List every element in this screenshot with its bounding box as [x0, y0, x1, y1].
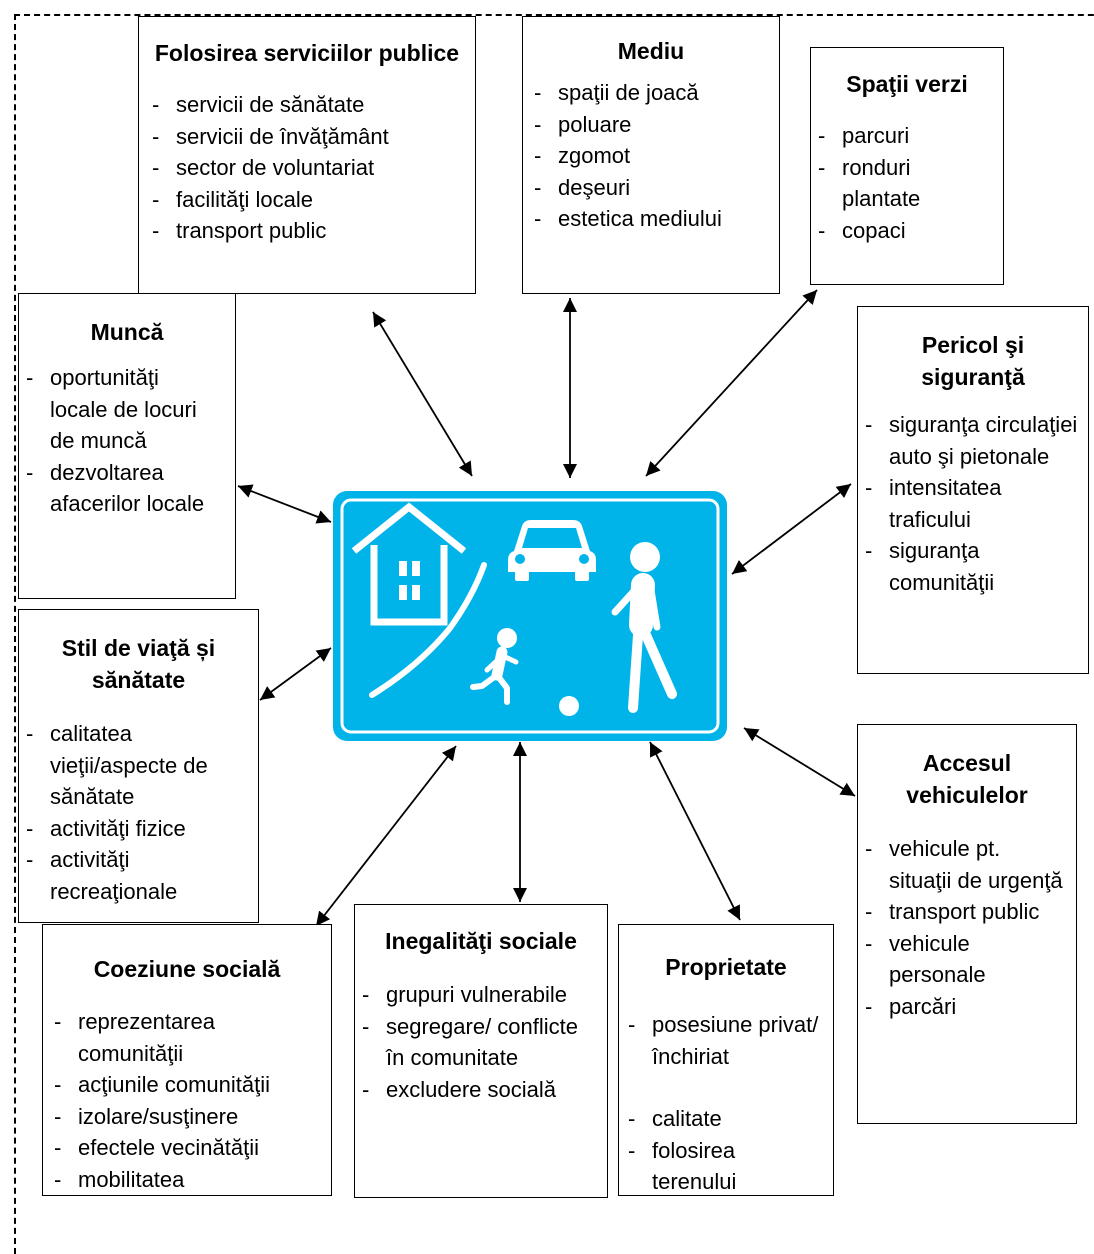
box-property: Proprietate posesiune privat/închiriat c…	[618, 924, 834, 1196]
list-item: copaci	[811, 215, 993, 247]
dashed-frame	[14, 14, 1094, 1254]
arrow-work	[237, 484, 332, 524]
list-item: vehicule personale	[858, 928, 1068, 991]
item-list: siguranţa circulaţiei auto şi pietonale …	[858, 409, 1080, 598]
list-item: zgomot	[527, 140, 779, 172]
item-list: calitatea vieţii/aspecte de sănătate act…	[19, 718, 248, 907]
item-list: parcuri ronduri plantate copaci	[811, 120, 993, 246]
arrow-vehicle-access	[743, 727, 856, 797]
list-item: reprezentarea comunităţii	[47, 1006, 315, 1069]
list-item: siguranţa comunităţii	[858, 535, 1080, 598]
list-item: efectele vecinătăţii	[47, 1132, 315, 1164]
box-lifestyle-health: Stil de viaţă și sănătate calitatea vieţ…	[18, 609, 259, 923]
item-list: reprezentarea comunităţii acţiunile comu…	[47, 1006, 315, 1195]
child-running-icon	[470, 628, 519, 705]
box-social-cohesion: Coeziune socială reprezentarea comunităţ…	[42, 924, 332, 1196]
list-item: parcări	[858, 991, 1068, 1023]
item-list: spaţii de joacă poluare zgomot deşeuri e…	[527, 77, 779, 235]
list-item: segregare/ conflicte în comunitate	[355, 1011, 597, 1074]
box-title: Accesul vehiculelor	[906, 750, 1028, 808]
item-list: oportunităţi locale de locuri de muncă d…	[19, 362, 221, 520]
box-title: Folosirea serviciilor publice	[154, 40, 460, 66]
list-item: activităţi fizice	[19, 813, 248, 845]
list-item: mobilitatea	[47, 1164, 315, 1196]
list-item: activităţi recreaţionale	[19, 844, 248, 907]
list-item: oportunităţi locale de locuri de muncă	[19, 362, 221, 457]
list-item: dezvoltarea afacerilor locale	[19, 457, 221, 520]
list-item: posesiune privat/închiriat	[621, 1009, 825, 1072]
list-item: vehicule pt. situaţii de urgenţă	[858, 833, 1068, 896]
box-title: Inegalităţi sociale	[385, 928, 577, 954]
list-item: siguranţa circulaţiei auto şi pietonale	[858, 409, 1080, 472]
ball-icon	[559, 696, 579, 716]
box-title: Proprietate	[665, 954, 787, 980]
box-title: Stil de viaţă și sănătate	[61, 635, 216, 693]
list-item: transport public	[145, 215, 475, 247]
list-item: ronduri plantate	[811, 152, 993, 215]
box-title: Muncă	[90, 319, 164, 345]
box-danger-safety: Pericol şi siguranţă siguranţa circulaţi…	[857, 306, 1089, 674]
box-title: Mediu	[617, 38, 685, 64]
list-item: grupuri vulnerabile	[355, 979, 597, 1011]
list-item: transport public	[858, 896, 1068, 928]
list-item: facilităţi locale	[145, 184, 475, 216]
item-list: servicii de sănătate servicii de învăţăm…	[145, 89, 475, 247]
pedestrian-icon	[611, 542, 677, 713]
list-item: estetica mediului	[527, 203, 779, 235]
list-item: poluare	[527, 109, 779, 141]
connector-arrows	[237, 289, 856, 927]
list-item: spaţii de joacă	[527, 77, 779, 109]
box-work: Muncă oportunităţi locale de locuri de m…	[18, 293, 236, 599]
arrow-green-spaces	[645, 289, 818, 477]
box-title: Coeziune socială	[93, 956, 281, 982]
item-list: grupuri vulnerabile segregare/ conflicte…	[355, 979, 597, 1105]
list-item: sector de voluntariat	[145, 152, 475, 184]
list-item: parcuri	[811, 120, 993, 152]
list-item: acţiunile comunităţii	[47, 1069, 315, 1101]
box-title: Pericol şi siguranţă	[921, 332, 1025, 390]
living-street-sign	[333, 491, 727, 741]
list-item: izolare/susţinere	[47, 1101, 315, 1133]
arrow-danger-safety	[731, 483, 852, 575]
box-title: Spaţii verzi	[846, 71, 968, 97]
item-list: vehicule pt. situaţii de urgenţă transpo…	[858, 833, 1068, 1022]
box-social-inequalities: Inegalităţi sociale grupuri vulnerabile …	[354, 904, 608, 1198]
house-icon	[351, 502, 467, 626]
list-item: deşeuri	[527, 172, 779, 204]
list-item: excludere socială	[355, 1074, 597, 1106]
arrow-lifestyle	[259, 647, 332, 701]
arrow-public-services	[372, 311, 473, 477]
list-item: servicii de sănătate	[145, 89, 475, 121]
box-vehicle-access: Accesul vehiculelor vehicule pt. situaţi…	[857, 724, 1077, 1124]
list-item: servicii de învăţământ	[145, 121, 475, 153]
box-green-spaces: Spaţii verzi parcuri ronduri plantate co…	[810, 47, 1004, 285]
list-item: calitatea vieţii/aspecte de sănătate	[19, 718, 248, 813]
road-curve-icon	[369, 562, 487, 698]
arrow-social-cohesion	[315, 745, 457, 927]
list-item: folosirea terenului	[621, 1135, 825, 1198]
box-environment: Mediu spaţii de joacă poluare zgomot deş…	[522, 16, 780, 294]
list-item: calitate	[621, 1103, 825, 1135]
item-list: posesiune privat/închiriat calitate folo…	[621, 1009, 825, 1198]
list-item: intensitatea traficului	[858, 472, 1080, 535]
box-public-services: Folosirea serviciilor publice servicii d…	[138, 16, 476, 294]
arrow-property	[649, 741, 741, 921]
house-windows	[399, 561, 420, 600]
